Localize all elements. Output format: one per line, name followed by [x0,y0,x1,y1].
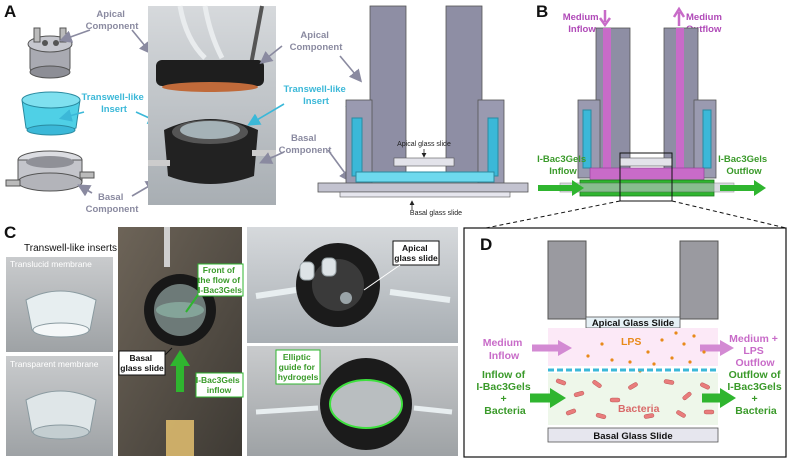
bacteria-cells [555,378,715,419]
elliptic-label: Elliptic guide for hydrogels [278,352,319,382]
inserts-title: Transwell-like inserts [24,243,117,254]
panel-c: C Transwell-like inserts Translucid memb… [4,223,458,456]
basal-component-render [5,150,95,192]
basal-glass-label: Basal glass slide [120,353,164,373]
panel-a: A Apical Component [4,2,529,217]
insert-label-right: Transwell-like Insert [284,84,349,107]
cross-section-b [559,27,735,202]
lps-label: LPS [621,336,641,348]
apical-label-left: Apical Component [86,9,140,32]
panel-d-letter: D [480,235,492,254]
medium-inflow-d-label: Medium Inflow [483,337,526,362]
apical-component-render [27,27,73,79]
bacteria-label: Bacteria [618,403,660,415]
medium-outflow-label: Medium Outflow [686,12,725,35]
elliptic-guide-photo [247,346,458,456]
transparent-insert-photo [6,356,113,456]
basal-slide-d-label: Basal Glass Slide [593,431,672,442]
basal-label-left: Basal Component [86,192,140,215]
insert-label-left: Transwell-like Insert [82,92,147,115]
panel-a-letter: A [4,2,16,21]
apical-glass-slide-label: Apical glass slide [397,141,451,148]
gel-inflow-c-label: I-Bac3Gels inflow [196,375,242,395]
assembly-photo [148,5,276,205]
transwell-insert-render [21,91,81,136]
transparent-label: Transparent membrane [10,359,99,369]
front-flow-label: Front of the flow of I-Bac3Gels [198,265,243,295]
apical-glass-label: Apical glass slide [394,243,438,263]
translucid-label: Translucid membrane [10,259,92,269]
inflow-gel-d-label: Inflow of I-Bac3Gels + Bacteria [476,369,533,417]
translucid-insert-photo [6,257,113,352]
panel-c-letter: C [4,223,16,242]
medium-outflow-d-label: Medium + LPS Outflow [729,333,781,369]
panel-b: B Medium Inflow Medium Outflow I [485,2,787,229]
gel-outflow-label: I-Bac3Gels Outflow [718,154,770,177]
panel-d: D Apical Glass Slide Medium Inflow Mediu… [463,227,787,458]
apical-label-right: Apical Component [290,30,344,53]
medium-inflow-label: Medium Inflow [563,12,602,35]
outflow-gel-d-label: Outflow of I-Bac3Gels + Bacteria [727,369,784,417]
gel-inflow-label: I-Bac3Gels Inflow [537,154,589,177]
basal-label-right: Basal Component [279,133,333,156]
flow-photo [118,227,242,456]
cross-section-a [317,5,529,198]
apical-slide-d-label: Apical Glass Slide [592,318,674,329]
basal-glass-slide-label: Basal glass slide [410,210,462,217]
panel-b-letter: B [536,2,548,21]
